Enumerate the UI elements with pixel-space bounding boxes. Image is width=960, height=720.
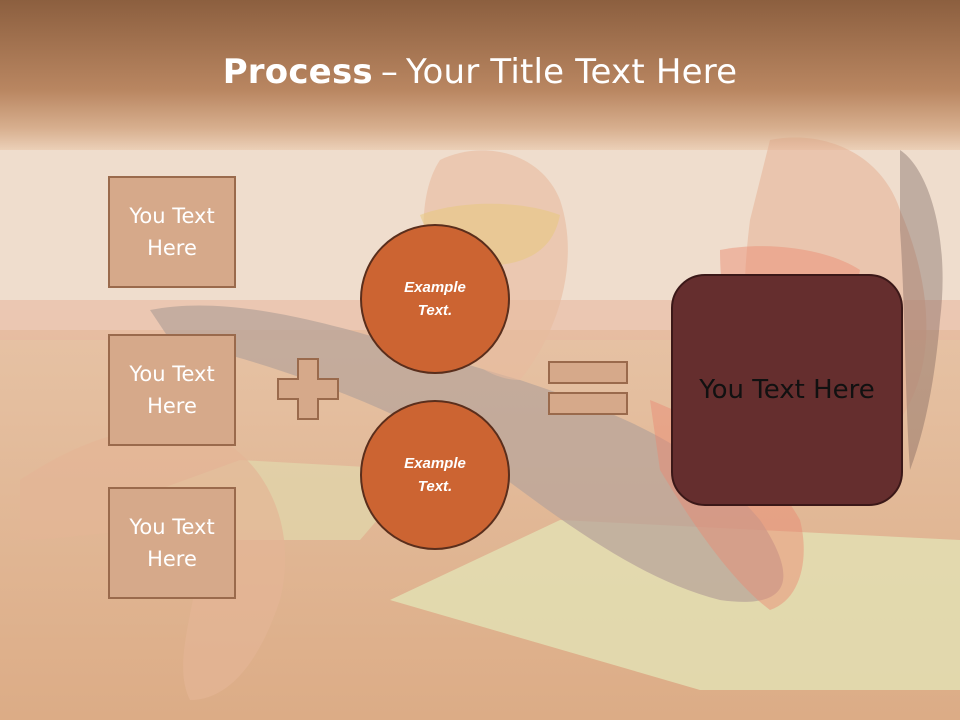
title-bold: Process [222, 52, 373, 92]
slide-title: Process–Your Title Text Here [0, 52, 960, 92]
text-box-2[interactable]: You Text Here [108, 334, 236, 446]
circle-1[interactable]: Example Text. [360, 224, 510, 374]
text-box-1-label: You Text Here [129, 204, 215, 260]
equals-icon [548, 361, 628, 415]
title-separator: – [380, 52, 399, 92]
text-box-3[interactable]: You Text Here [108, 487, 236, 599]
text-box-3-label: You Text Here [129, 515, 215, 571]
circle-1-label: Example Text. [404, 279, 466, 319]
title-bar [0, 0, 960, 150]
circle-2-label: Example Text. [404, 455, 466, 495]
result-label: You Text Here [699, 375, 875, 405]
title-rest: Your Title Text Here [406, 52, 738, 92]
text-box-2-label: You Text Here [129, 362, 215, 418]
text-box-1[interactable]: You Text Here [108, 176, 236, 288]
result-box[interactable]: You Text Here [671, 274, 903, 506]
plus-icon [277, 358, 339, 420]
circle-2[interactable]: Example Text. [360, 400, 510, 550]
